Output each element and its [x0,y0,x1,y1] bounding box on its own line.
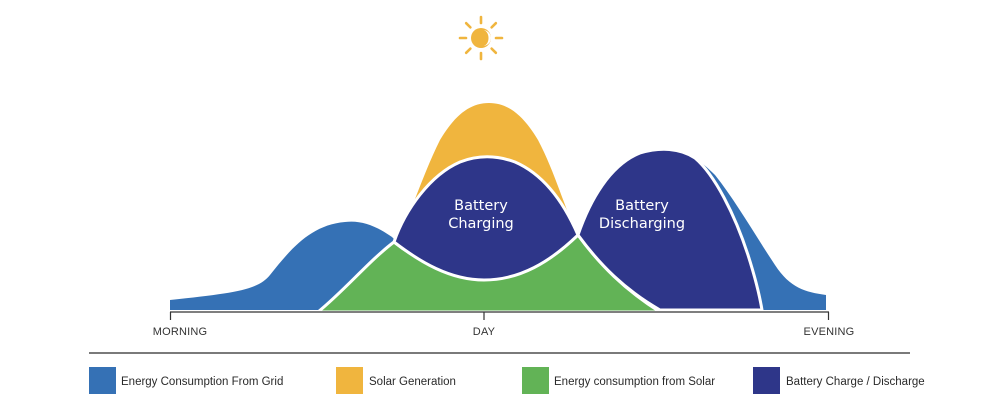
legend-item-solar-consumption: Energy consumption from Solar [522,367,715,394]
sun-ray-icon [490,47,498,55]
charging-label-line2: Charging [448,216,514,232]
sun-ray-icon [464,47,472,55]
sun-ray-icon [490,21,498,29]
sun-icon [458,15,504,61]
axis-label-day: DAY [473,326,496,338]
legend-label-battery: Battery Charge / Discharge [786,376,925,388]
legend-label-grid: Energy Consumption From Grid [121,376,283,388]
legend-item-grid: Energy Consumption From Grid [89,367,283,394]
legend-item-battery: Battery Charge / Discharge [753,367,925,394]
battery-charging-area [392,155,580,282]
legend-label-solar: Solar Generation [369,376,456,388]
legend-swatch-solar [336,367,363,394]
charging-label-line1: Battery [454,198,508,214]
time-axis: MORNING DAY EVENING [153,311,855,338]
legend-label-solar-consumption: Energy consumption from Solar [554,376,715,388]
sun-rays-icon [458,15,504,61]
discharging-label-line1: Battery [615,198,669,214]
sun-ray-icon [464,21,472,29]
sun-crescent-icon [483,30,491,46]
legend-swatch-solar-consumption [522,367,549,394]
legend: Energy Consumption From Grid Solar Gener… [89,367,925,394]
energy-areas [170,103,826,314]
axis-label-evening: EVENING [804,326,855,338]
legend-item-solar: Solar Generation [336,367,456,394]
axis-label-morning: MORNING [153,326,208,338]
sun-disc-icon [471,28,491,48]
region-labels: Battery Charging Battery Discharging [448,198,685,232]
discharging-label-line2: Discharging [599,216,685,232]
battery-discharging-area [576,147,764,312]
legend-swatch-battery [753,367,780,394]
legend-swatch-grid [89,367,116,394]
